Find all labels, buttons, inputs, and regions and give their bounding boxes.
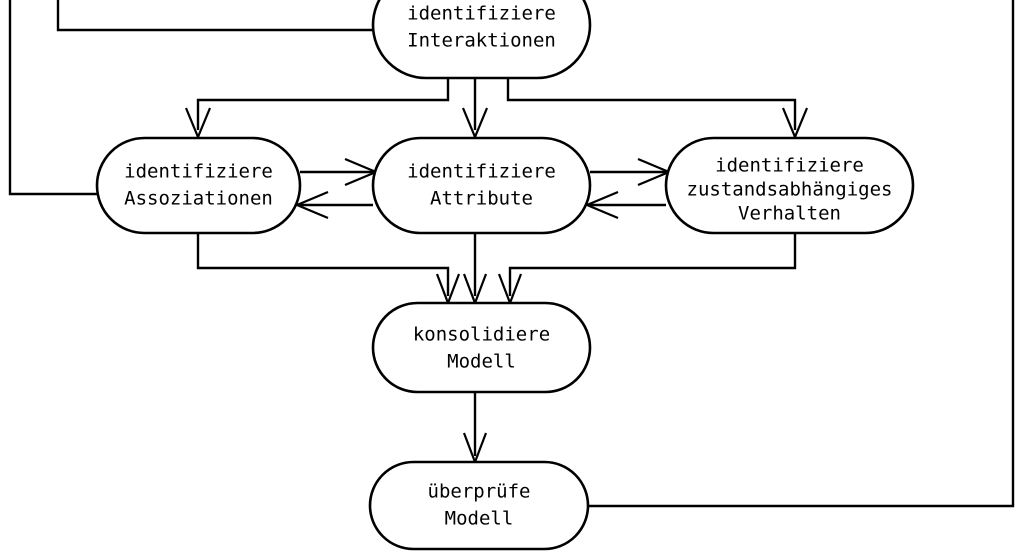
edge-interaktionen-to-attribute: [461, 78, 489, 140]
node-label-interaktionen-line2: Interaktionen: [407, 30, 556, 52]
edge-interaktionen-to-verhalten: [506, 78, 809, 140]
node-label-ueberpruefe-line2: Modell: [445, 508, 514, 530]
node-label-attribute-line2: Attribute: [430, 188, 533, 210]
edge-assoziationen-to-attribute: [300, 157, 379, 187]
node-identifiziere-assoziationen[interactable]: identifiziere Assoziationen: [95, 136, 302, 235]
node-label-verhalten-line1: identifiziere: [715, 155, 864, 177]
node-label-assoziationen-line2: Assoziationen: [124, 188, 273, 210]
edge-attribute-to-assoziationen: [294, 190, 373, 220]
edge-interaktionen-to-assoziationen: [184, 78, 450, 140]
edge-interaktionen-feedback-left: [56, 0, 373, 32]
edge-assoziationen-to-konsolidiere: [196, 233, 461, 307]
node-label-konsolidiere-line2: Modell: [447, 351, 516, 373]
node-ueberpruefe-modell[interactable]: überprüfe Modell: [368, 460, 590, 551]
edge-assoziationen-feedback-left: [8, 0, 97, 196]
node-label-interaktionen-line1: identifiziere: [407, 3, 556, 25]
node-label-assoziationen-line1: identifiziere: [124, 161, 273, 183]
node-identifiziere-interaktionen[interactable]: identifiziere Interaktionen: [371, 0, 592, 80]
edge-ueberpruefe-feedback-right: [588, 0, 1015, 508]
node-konsolidiere-modell[interactable]: konsolidiere Modell: [371, 301, 592, 394]
node-label-konsolidiere-line1: konsolidiere: [413, 324, 550, 346]
edge-attribute-to-konsolidiere: [462, 233, 488, 307]
node-label-attribute-line1: identifiziere: [407, 161, 556, 183]
edge-konsolidiere-to-ueberpruefe: [462, 392, 488, 466]
node-label-verhalten-line3: Verhalten: [738, 203, 841, 225]
node-identifiziere-zustandsabhaengiges-verhalten[interactable]: identifiziere zustandsabhängiges Verhalt…: [664, 136, 915, 235]
node-identifiziere-attribute[interactable]: identifiziere Attribute: [371, 136, 592, 235]
edge-attribute-to-verhalten: [590, 157, 672, 187]
node-label-ueberpruefe-line1: überprüfe: [428, 481, 531, 503]
edge-verhalten-to-attribute: [584, 190, 666, 220]
edge-verhalten-to-konsolidiere: [497, 233, 797, 307]
node-label-verhalten-line2: zustandsabhängiges: [687, 179, 893, 201]
